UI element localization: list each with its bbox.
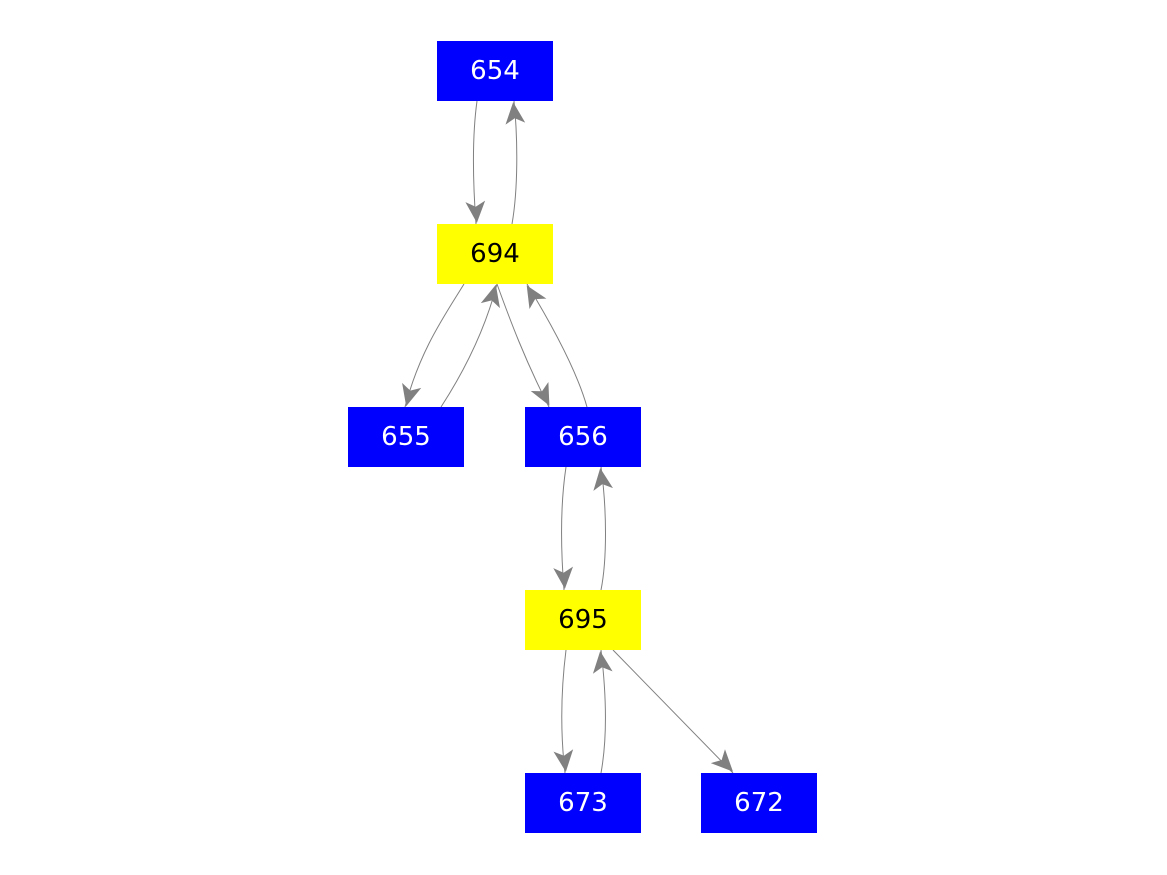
edge-694-655 [402, 283, 465, 408]
edge-656-695 [553, 466, 574, 591]
node-655[interactable]: 655 [348, 407, 464, 467]
node-694[interactable]: 694 [437, 224, 553, 284]
node-label: 672 [734, 788, 784, 818]
edge-654-694 [465, 100, 486, 225]
edge-656-694 [526, 283, 588, 408]
node-654[interactable]: 654 [437, 41, 553, 101]
node-672[interactable]: 672 [701, 773, 817, 833]
node-label: 655 [381, 422, 431, 452]
node-label: 673 [558, 788, 608, 818]
edge-695-672 [612, 649, 734, 774]
edge-695-673 [553, 649, 574, 774]
edge-655-694 [440, 283, 500, 408]
node-label: 695 [558, 605, 608, 635]
node-656[interactable]: 656 [525, 407, 641, 467]
node-label: 656 [558, 422, 608, 452]
node-695[interactable]: 695 [525, 590, 641, 650]
edge-694-656 [496, 283, 550, 408]
node-673[interactable]: 673 [525, 773, 641, 833]
edge-695-656 [593, 466, 613, 591]
node-label: 654 [470, 56, 520, 86]
node-label: 694 [470, 239, 520, 269]
edge-694-654 [505, 100, 526, 225]
edge-673-695 [592, 649, 613, 774]
